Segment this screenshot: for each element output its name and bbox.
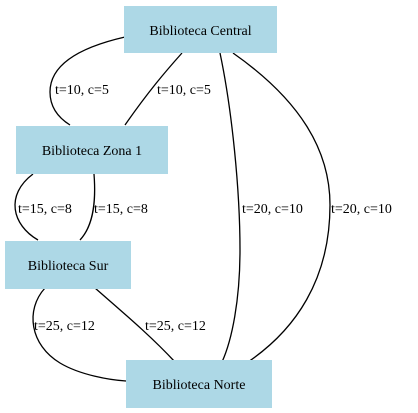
node-zona1-label: Biblioteca Zona 1 <box>42 144 142 159</box>
edge-label-zona1-sur-a: t=15, c=8 <box>18 202 72 217</box>
node-zona1[interactable]: Biblioteca Zona 1 <box>16 126 168 174</box>
edge-sur-norte-b <box>94 287 176 363</box>
node-zona1-box <box>16 126 168 174</box>
edge-label-zona1-sur-b: t=15, c=8 <box>94 202 148 217</box>
edge-central-zona1-a <box>49 36 126 126</box>
edge-label-sur-norte-b: t=25, c=12 <box>145 319 206 334</box>
edge-label-central-norte-b: t=20, c=10 <box>331 202 392 217</box>
edge-central-norte-a <box>219 52 241 363</box>
edge-zona1-sur-a <box>14 173 39 241</box>
node-central-box <box>124 6 277 53</box>
edge-sur-norte-a <box>32 287 127 382</box>
edge-central-norte-b <box>232 52 331 363</box>
node-central-label: Biblioteca Central <box>149 24 251 39</box>
node-central[interactable]: Biblioteca Central <box>124 6 277 53</box>
node-norte-label: Biblioteca Norte <box>153 378 246 393</box>
node-sur[interactable]: Biblioteca Sur <box>5 241 131 289</box>
edge-zona1-sur-b <box>79 173 96 241</box>
edge-central-zona1-b <box>124 52 183 126</box>
node-norte-box <box>126 360 272 408</box>
edges: t=10, c=5 t=10, c=5 t=20, c=10 t=20, c=1… <box>14 36 392 382</box>
edge-label-central-zona1-b: t=10, c=5 <box>157 83 211 98</box>
node-norte[interactable]: Biblioteca Norte <box>126 360 272 408</box>
node-sur-box <box>5 241 131 289</box>
node-sur-label: Biblioteca Sur <box>28 259 109 274</box>
edge-label-sur-norte-a: t=25, c=12 <box>34 319 95 334</box>
edge-label-central-zona1-a: t=10, c=5 <box>55 83 109 98</box>
edge-label-central-norte-a: t=20, c=10 <box>242 202 303 217</box>
